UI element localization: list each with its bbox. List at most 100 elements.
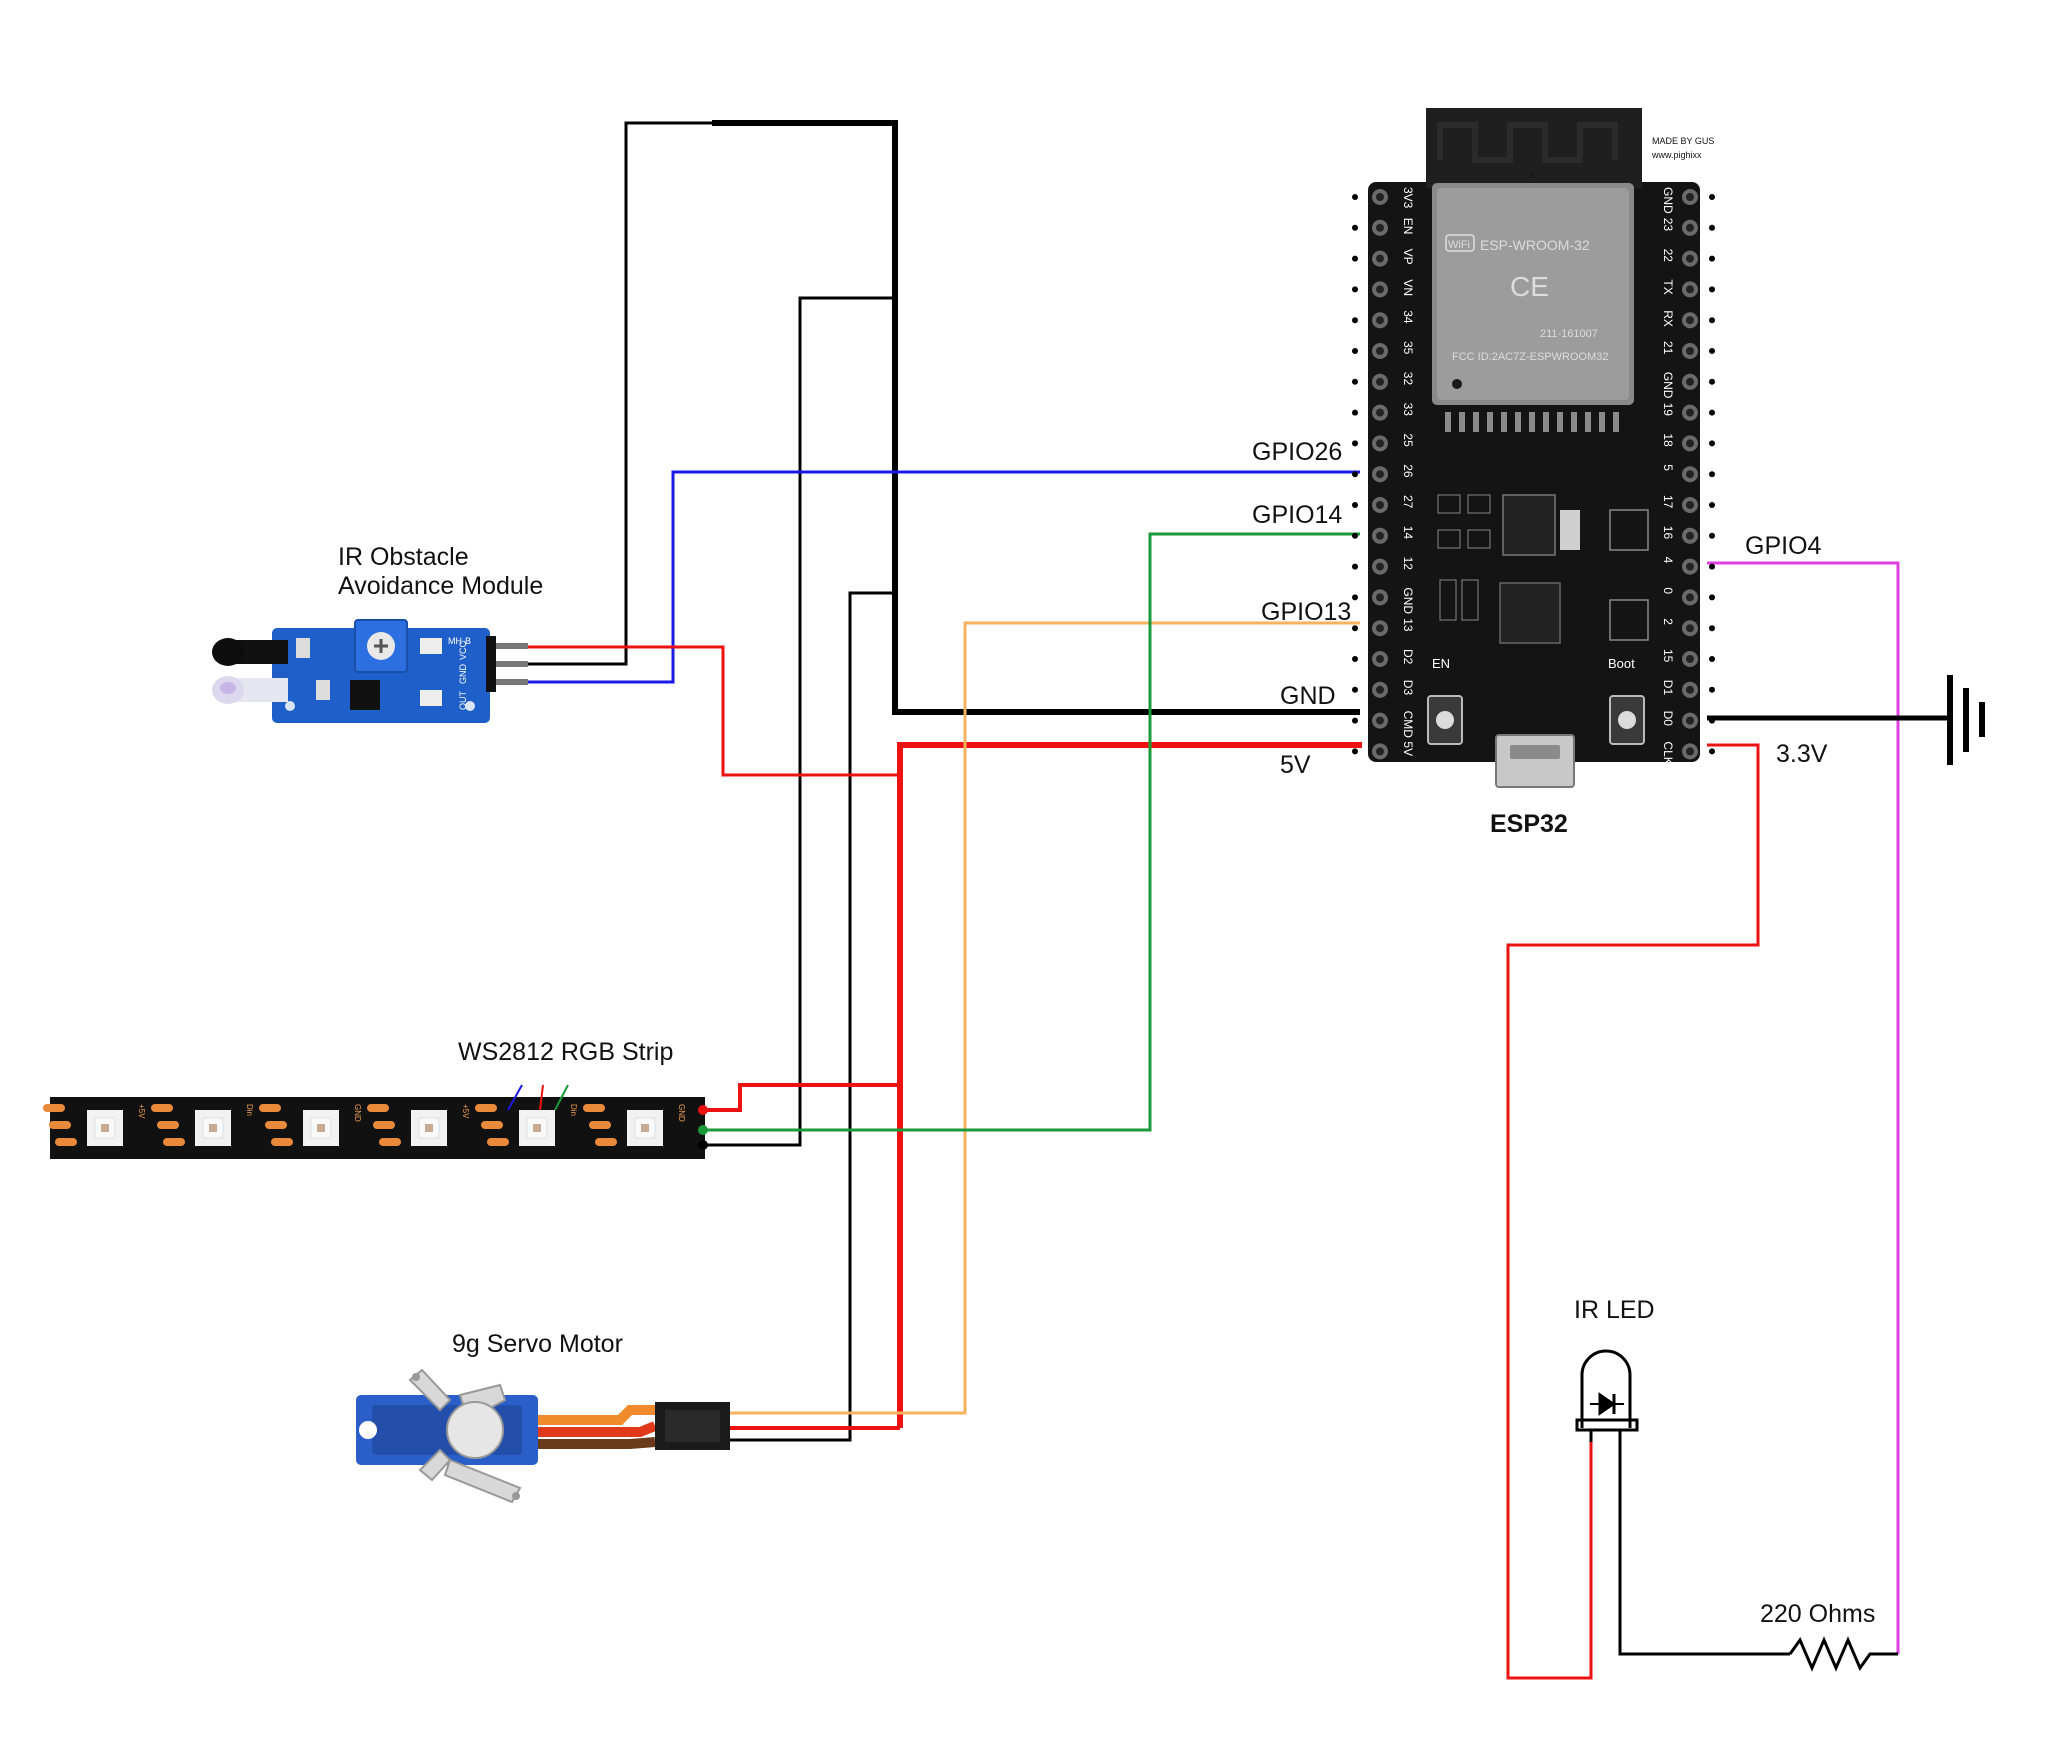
header-pin-tip (1709, 594, 1715, 601)
header-pin-tip (1352, 748, 1358, 755)
ground-symbol (1947, 675, 1985, 765)
strip-solder-pad (157, 1121, 179, 1129)
header-pin-label: VP (1401, 249, 1415, 265)
header-pin-tip (1352, 440, 1358, 447)
strip-solder-pad (151, 1104, 173, 1112)
strip-solder-pad (589, 1121, 611, 1129)
wire-ir-gnd (528, 121, 712, 666)
wires (528, 120, 1950, 1680)
header-pin-label: 21 (1661, 341, 1675, 355)
header-pin-tip (1709, 502, 1715, 508)
header-pin-tip (1352, 378, 1358, 385)
strip-pad-label: +5V (137, 1104, 146, 1119)
strip-solder-pad (475, 1104, 497, 1112)
servo-cable (538, 1405, 655, 1425)
gpio4-label: GPIO4 (1745, 532, 1822, 560)
boot-button-label: Boot (1608, 656, 1635, 671)
header-pin-label: 25 (1401, 433, 1415, 447)
ir-transmitter-led (212, 638, 288, 666)
header-pin-label: VN (1401, 279, 1415, 296)
header-pin-tip (1352, 594, 1358, 601)
header-pin-label: 32 (1401, 372, 1415, 386)
header-pin-tip (1709, 471, 1715, 478)
header-pin-tip (1709, 625, 1715, 632)
strip-pad-label: +5V (461, 1104, 470, 1119)
header-pin-label: 5V (1401, 741, 1415, 756)
header-pin-tip (1352, 194, 1358, 200)
gpio26-label: GPIO26 (1252, 438, 1342, 466)
wroom-fcc: FCC ID:2AC7Z-ESPWROOM32 (1452, 351, 1608, 363)
wire-gpio13 (730, 621, 1360, 1415)
strip-solder-pad (271, 1138, 293, 1146)
module-pads (1445, 412, 1619, 432)
header-pin-tip (1352, 502, 1358, 508)
header-pin-tip (1352, 686, 1358, 693)
wire-gpio26 (528, 470, 1360, 684)
header-pin-label: GND (1661, 372, 1675, 399)
header-pin-label: 27 (1401, 495, 1415, 509)
antenna (1426, 108, 1642, 188)
ws2812-label: WS2812 RGB Strip (458, 1038, 673, 1066)
header-pin-tip (1709, 255, 1715, 262)
header-pin-label: GND (1661, 187, 1675, 214)
wire-gnd-bus (712, 120, 1360, 715)
header-pin-tip (1709, 656, 1715, 662)
header-pin-tip (1352, 656, 1358, 662)
strip-pad-label: GND (677, 1104, 686, 1122)
ir-led (1575, 1349, 1639, 1442)
header-pin-tip (1709, 748, 1715, 755)
gpio13-label: GPIO13 (1261, 598, 1351, 626)
header-pin-label: 18 (1661, 433, 1675, 447)
3v3-label: 3.3V (1776, 740, 1828, 768)
strip-solder-pad (43, 1104, 65, 1112)
header-pin-tip (1709, 563, 1715, 570)
header-pin-label: 14 (1401, 526, 1415, 540)
header-pin-tip (1709, 224, 1715, 231)
strip-pad-label: GND (353, 1104, 362, 1122)
micro-usb-port (1495, 734, 1575, 788)
strip-solder-pad (583, 1104, 605, 1112)
header-pin-tip (1352, 625, 1358, 632)
wire-led-resistor (1618, 1442, 1790, 1656)
wire-servo-gnd (730, 591, 895, 1442)
sensor-pin-out: OUT (458, 691, 468, 711)
strip-solder-pad (481, 1121, 503, 1129)
header-pin-tip (1709, 532, 1715, 539)
strip-solder-pad (163, 1138, 185, 1146)
header-pin-tip (1352, 471, 1358, 478)
5v-label: 5V (1280, 751, 1311, 779)
header-pin-tip (1352, 409, 1358, 416)
header-pin-tip (1709, 717, 1715, 724)
wire-5v-bus (897, 742, 1362, 1428)
header-pin-tip (1709, 440, 1715, 447)
header-pin-label: 34 (1401, 310, 1415, 324)
header-pin-label: 22 (1661, 249, 1675, 263)
header-pin-label: 2 (1661, 618, 1675, 625)
strip-pad-label: Din (569, 1104, 578, 1116)
header-pin-label: EN (1401, 218, 1415, 235)
gpio14-label: GPIO14 (1252, 501, 1342, 529)
wire-gpio4 (1707, 561, 1900, 1654)
left-pin-header: 3V3ENVPVN343532332526271412GND13D2D3CMD5… (1352, 187, 1415, 760)
strip-solder-pad (259, 1104, 281, 1112)
wroom-ce-mark: CE (1510, 271, 1549, 302)
board-credit-line1: MADE BY GUS (1652, 136, 1714, 146)
wire-gpio14 (703, 532, 1360, 1132)
header-pin-tip (1709, 194, 1715, 200)
header-pin-tip (1709, 317, 1715, 324)
header-pin-tip (1352, 348, 1358, 354)
header-pin-tip (1352, 255, 1358, 262)
strip-solder-pad (265, 1121, 287, 1129)
esp32-board: MADE BY GUS www.pighixx K WiFi ESP-WROOM… (1352, 108, 1715, 788)
header-pin-label: D0 (1661, 711, 1675, 727)
en-button-label: EN (1432, 656, 1450, 671)
resistor (1788, 1636, 1898, 1672)
ir-module-label-line2: Avoidance Module (338, 572, 543, 600)
strip-solder-pad (595, 1138, 617, 1146)
regulator (1502, 494, 1556, 556)
header-pin-label: 35 (1401, 341, 1415, 355)
header-pin-tip (1352, 717, 1358, 724)
wroom-module-name: ESP-WROOM-32 (1480, 237, 1590, 253)
